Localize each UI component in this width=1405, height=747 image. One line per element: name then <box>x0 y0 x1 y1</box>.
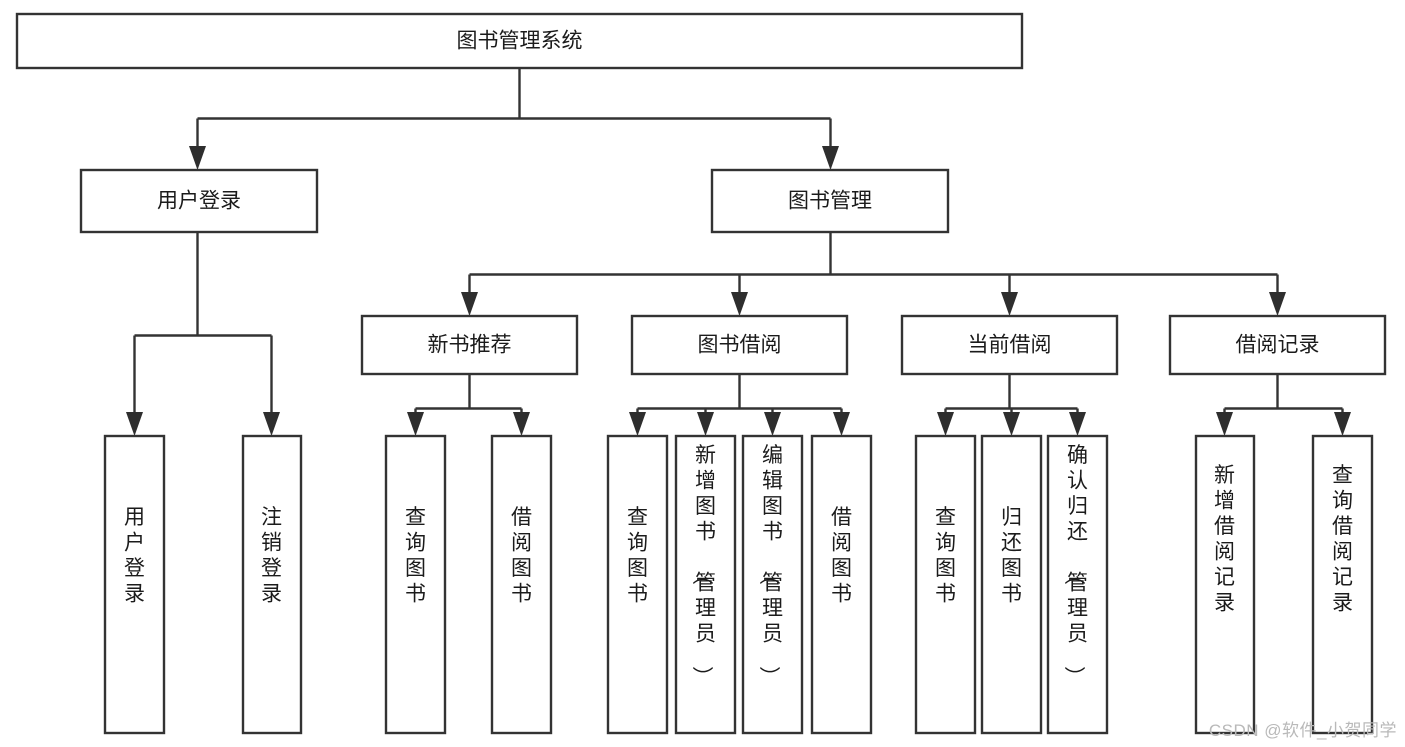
node-leaf-borrow-book-2-label: 借阅图书 <box>831 506 852 606</box>
arrowhead-leaf-query-book-1 <box>407 412 424 436</box>
arrowhead-user-login <box>189 146 206 170</box>
node-new-book-rec-label: 新书推荐 <box>428 334 512 357</box>
node-leaf-query-book-1-box[interactable] <box>384 434 447 735</box>
node-leaf-add-record[interactable]: 新增借阅记录 <box>1194 434 1256 735</box>
node-book-borrow[interactable]: 图书借阅 <box>630 314 849 376</box>
node-user-login[interactable]: 用户登录 <box>79 168 319 234</box>
node-leaf-query-record-label: 查询借阅记录 <box>1332 464 1353 615</box>
node-leaf-add-record-box[interactable] <box>1194 434 1256 735</box>
node-leaf-confirm-return-box[interactable] <box>1046 434 1109 735</box>
connector-group-book-borrow <box>629 374 850 436</box>
node-leaf-add-book[interactable]: 新增图书（管理员） <box>674 434 737 735</box>
node-leaf-query-book-1-label: 查询图书 <box>405 506 426 606</box>
node-book-manage-box[interactable] <box>710 168 950 234</box>
arrowhead-leaf-borrow-book-2 <box>833 412 850 436</box>
node-leaf-edit-book-label: 编辑图书（管理员） <box>757 444 783 687</box>
node-book-borrow-box[interactable] <box>630 314 849 376</box>
node-leaf-edit-book-box[interactable] <box>741 434 804 735</box>
connector-group-user-login <box>126 232 280 436</box>
node-leaf-user-logout[interactable]: 注销登录 <box>241 434 303 735</box>
node-current-borrow[interactable]: 当前借阅 <box>900 314 1119 376</box>
node-user-login-box[interactable] <box>79 168 319 234</box>
node-leaf-edit-book[interactable]: 编辑图书（管理员） <box>741 434 804 735</box>
connector-group-borrow-record <box>1216 374 1351 436</box>
arrowhead-leaf-query-book-3 <box>937 412 954 436</box>
arrowhead-new-book-rec <box>461 292 478 316</box>
node-user-login-label: 用户登录 <box>157 190 241 213</box>
node-leaf-query-book-2[interactable]: 查询图书 <box>606 434 669 735</box>
node-leaf-user-login[interactable]: 用户登录 <box>103 434 166 735</box>
csdn-watermark: CSDN @软件_小贺同学 <box>1208 721 1397 740</box>
connector-group-current-borrow <box>937 374 1086 436</box>
arrowhead-leaf-add-record <box>1216 412 1233 436</box>
connector-group-book-manage <box>461 232 1286 316</box>
node-root-box[interactable] <box>15 12 1024 70</box>
node-leaf-user-login-box[interactable] <box>103 434 166 735</box>
arrowhead-borrow-record <box>1269 292 1286 316</box>
node-leaf-query-record[interactable]: 查询借阅记录 <box>1311 434 1374 735</box>
arrowhead-leaf-query-record <box>1334 412 1351 436</box>
node-leaf-add-book-label: 新增图书（管理员） <box>690 444 716 687</box>
node-leaf-add-book-box[interactable] <box>674 434 737 735</box>
node-borrow-record-label: 借阅记录 <box>1236 334 1320 357</box>
node-current-borrow-label: 当前借阅 <box>968 334 1052 357</box>
arrowhead-leaf-user-logout <box>263 412 280 436</box>
node-book-manage-label: 图书管理 <box>788 190 872 213</box>
node-leaf-borrow-book-1-box[interactable] <box>490 434 553 735</box>
node-leaf-query-book-3-box[interactable] <box>914 434 977 735</box>
node-root[interactable]: 图书管理系统 <box>15 12 1024 70</box>
arrowhead-book-manage <box>822 146 839 170</box>
arrowhead-book-borrow <box>731 292 748 316</box>
node-leaf-confirm-return[interactable]: 确认归还（管理员） <box>1046 434 1109 735</box>
arrowhead-leaf-return-book <box>1003 412 1020 436</box>
node-leaf-query-book-3-label: 查询图书 <box>935 506 956 606</box>
node-leaf-query-book-2-box[interactable] <box>606 434 669 735</box>
arrowhead-leaf-edit-book <box>764 412 781 436</box>
node-leaf-borrow-book-2[interactable]: 借阅图书 <box>810 434 873 735</box>
node-leaf-borrow-book-1-label: 借阅图书 <box>511 506 532 606</box>
arrowhead-current-borrow <box>1001 292 1018 316</box>
arrowhead-leaf-borrow-book-1 <box>513 412 530 436</box>
node-leaf-user-logout-label: 注销登录 <box>261 506 282 606</box>
connector-group-root <box>189 68 839 170</box>
node-leaf-add-record-label: 新增借阅记录 <box>1214 464 1235 615</box>
node-leaf-return-book[interactable]: 归还图书 <box>980 434 1043 735</box>
arrowhead-leaf-query-book-2 <box>629 412 646 436</box>
arrowhead-leaf-confirm-return <box>1069 412 1086 436</box>
node-new-book-rec-box[interactable] <box>360 314 579 376</box>
node-leaf-confirm-return-label: 确认归还（管理员） <box>1062 444 1088 687</box>
node-root-label: 图书管理系统 <box>457 30 583 53</box>
node-borrow-record[interactable]: 借阅记录 <box>1168 314 1387 376</box>
node-leaf-query-book-1[interactable]: 查询图书 <box>384 434 447 735</box>
node-leaf-query-record-box[interactable] <box>1311 434 1374 735</box>
node-leaf-user-login-label: 用户登录 <box>124 506 145 606</box>
node-book-borrow-label: 图书借阅 <box>698 334 782 357</box>
node-leaf-borrow-book-2-box[interactable] <box>810 434 873 735</box>
arrowhead-leaf-add-book <box>697 412 714 436</box>
node-book-manage[interactable]: 图书管理 <box>710 168 950 234</box>
node-current-borrow-box[interactable] <box>900 314 1119 376</box>
connector-group-new-book-rec <box>407 374 530 436</box>
arrowhead-leaf-user-login <box>126 412 143 436</box>
node-leaf-user-logout-box[interactable] <box>241 434 303 735</box>
node-borrow-record-box[interactable] <box>1168 314 1387 376</box>
node-leaf-query-book-3[interactable]: 查询图书 <box>914 434 977 735</box>
node-new-book-rec[interactable]: 新书推荐 <box>360 314 579 376</box>
node-leaf-return-book-box[interactable] <box>980 434 1043 735</box>
node-leaf-return-book-label: 归还图书 <box>1001 506 1022 606</box>
node-leaf-borrow-book-1[interactable]: 借阅图书 <box>490 434 553 735</box>
node-leaf-query-book-2-label: 查询图书 <box>627 506 648 606</box>
